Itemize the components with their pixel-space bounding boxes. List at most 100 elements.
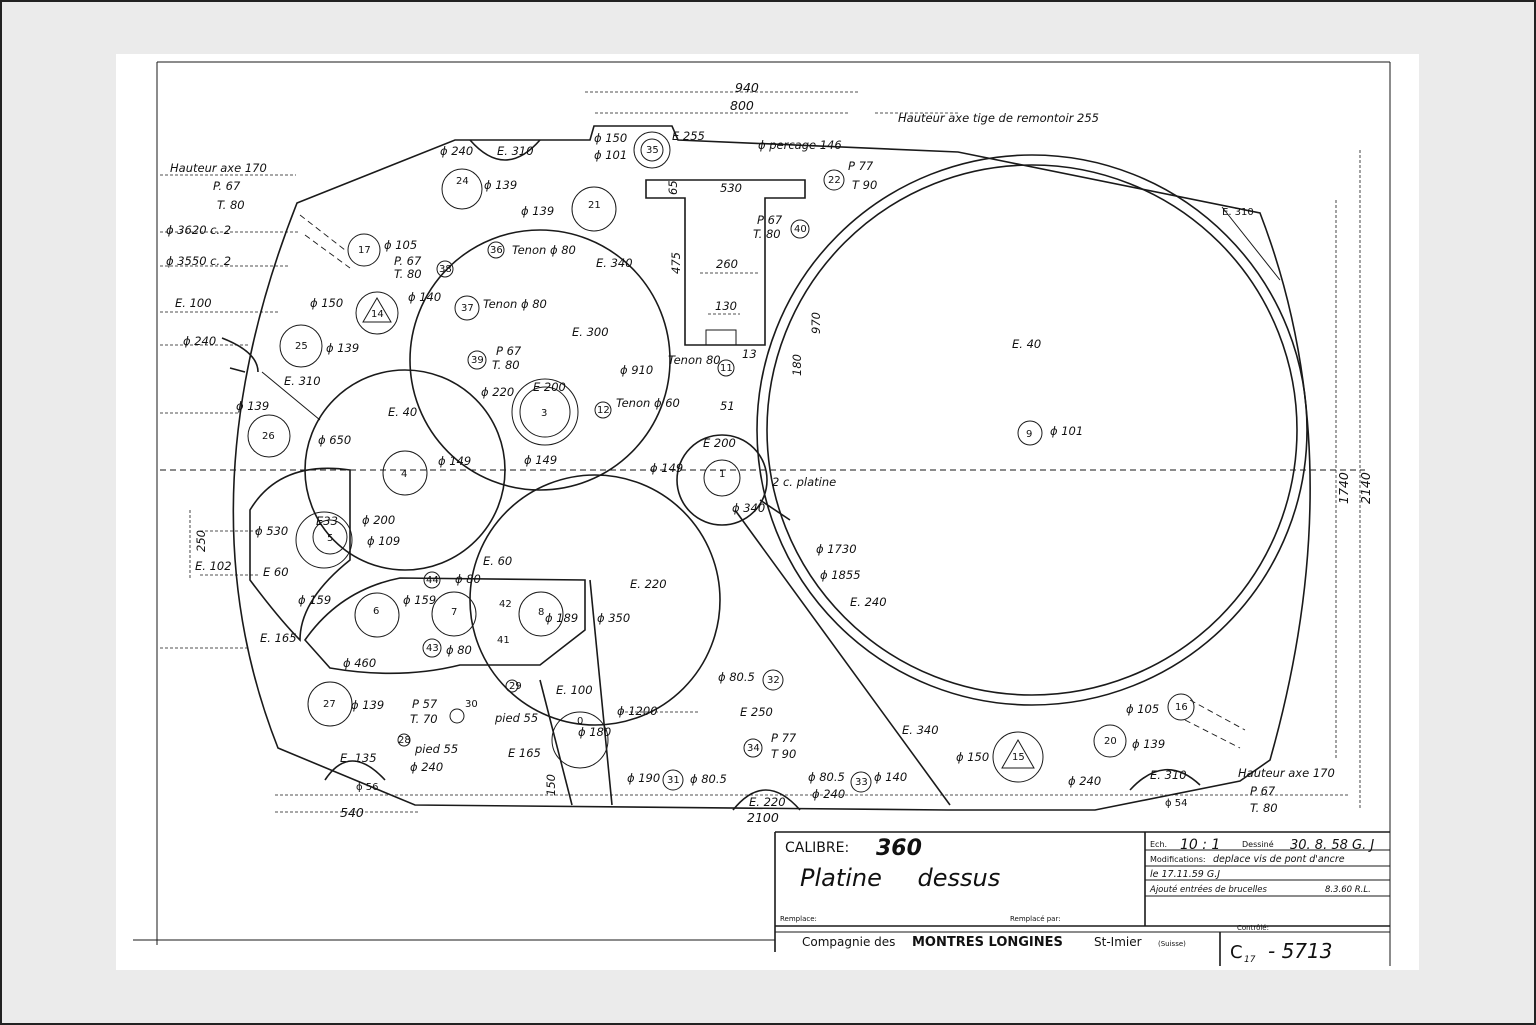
company-prefix: Compagnie des <box>802 935 895 949</box>
dia-80-5-33: ϕ 80.5 <box>808 770 845 784</box>
dia-460: ϕ 460 <box>343 656 376 670</box>
recess-3-inner <box>519 386 571 438</box>
dia-139-left: ϕ 139 <box>236 399 269 413</box>
drawn-value: 30. 8. 58 G. J <box>1290 838 1374 853</box>
dia-340-1: ϕ 340 <box>732 501 765 515</box>
t-90-34: T 90 <box>771 747 796 761</box>
e-200-1: E 200 <box>703 436 736 450</box>
annotations: 940 800 Hauteur axe tige de remontoir 25… <box>166 80 1373 825</box>
barrel-circle-outer <box>756 154 1308 706</box>
jewel-12: 12 <box>597 405 610 416</box>
p-57: P 57 <box>412 697 438 711</box>
dim-475: 475 <box>669 252 683 274</box>
dia-650: ϕ 650 <box>318 433 351 447</box>
left-recess <box>221 337 259 373</box>
jewel-5: 5 <box>327 533 333 544</box>
e-240: E. 240 <box>850 595 887 609</box>
jewel-15: 15 <box>1012 752 1025 763</box>
recess-e300 <box>409 229 671 491</box>
left-edge-line <box>261 371 321 421</box>
e-310-right: E. 310 <box>1150 768 1187 782</box>
dim-13: 13 <box>742 347 757 361</box>
e-33: E33 <box>316 514 338 528</box>
dia-105-16: ϕ 105 <box>1126 702 1159 716</box>
dia-80-44: ϕ 80 <box>455 572 481 586</box>
percage-146: ϕ percage 146 <box>758 138 842 152</box>
jewel-16: 16 <box>1175 702 1188 713</box>
dia-140: ϕ 140 <box>408 290 441 304</box>
recess-e165 <box>303 577 586 675</box>
t-80-38: T. 80 <box>394 267 422 281</box>
jewel-9: 9 <box>1026 429 1032 440</box>
left-axis-height: Hauteur axe 170 <box>170 161 267 175</box>
p-67-39: P 67 <box>496 344 522 358</box>
jewel-44: 44 <box>426 575 439 586</box>
jewel-36: 36 <box>490 245 503 256</box>
bottom-recess-mid <box>732 789 801 811</box>
e-340-bot: E. 340 <box>902 723 939 737</box>
dia-189: ϕ 189 <box>545 611 578 625</box>
jewel-38: 38 <box>439 264 452 275</box>
dia-80-5-31: ϕ 80.5 <box>690 772 727 786</box>
jewel-14: 14 <box>371 309 384 320</box>
right-t-80: T. 80 <box>1250 801 1278 815</box>
jewel-3: 3 <box>541 408 547 419</box>
dim-130: 130 <box>715 299 737 313</box>
dia-150-35: ϕ 150 <box>594 131 627 145</box>
jewel-31: 31 <box>667 775 680 786</box>
e-165-mid: E 165 <box>508 746 541 760</box>
jewel-11: 11 <box>720 363 733 374</box>
dia-190: ϕ 190 <box>627 771 660 785</box>
jewel-7: 7 <box>451 607 457 618</box>
recess-e60 <box>249 467 351 642</box>
tenon-80-36: Tenon ϕ 80 <box>512 243 576 257</box>
e-60-left: E 60 <box>263 565 289 579</box>
dia-180: ϕ 180 <box>578 725 611 739</box>
dia-200: ϕ 200 <box>362 513 395 527</box>
stem-pocket <box>705 329 737 346</box>
recess-3-outer <box>511 378 579 446</box>
dim-150: 150 <box>544 774 558 796</box>
tenon-80-11: Tenon 80 <box>668 353 721 367</box>
e-40-4: E. 40 <box>388 405 417 419</box>
modification-1-date: le 17.11.59 G.J <box>1150 869 1220 880</box>
p-67-40: P 67 <box>757 213 783 227</box>
dia-240-bot2: ϕ 240 <box>812 787 845 801</box>
jewel-24: 24 <box>456 176 469 187</box>
dia-3550: ϕ 3550 c. 2 <box>166 254 231 268</box>
part-name: Platine dessus <box>800 864 1000 892</box>
calibre-value: 360 <box>876 836 922 861</box>
tenon-80-37: Tenon ϕ 80 <box>483 297 547 311</box>
right-axis-height: Hauteur axe 170 <box>1238 766 1335 780</box>
dia-159-6: ϕ 159 <box>298 593 331 607</box>
recess-e100 <box>551 711 609 769</box>
dim-65: 65 <box>666 180 680 195</box>
e-220-bot: E. 220 <box>749 795 786 809</box>
e-100-mid: E. 100 <box>556 683 593 697</box>
jewel-30: 30 <box>465 699 478 710</box>
dimension-lines <box>160 91 1361 813</box>
t-90-top: T 90 <box>852 178 877 192</box>
jewel-22: 22 <box>828 175 841 186</box>
jewel-42: 42 <box>499 599 512 610</box>
right-tweezer-entry <box>1184 699 1246 749</box>
dia-1730: ϕ 1730 <box>816 542 857 556</box>
jewel-35: 35 <box>646 145 659 156</box>
modification-2-date: 8.3.60 R.L. <box>1325 885 1371 895</box>
dim-2140: 2140 <box>1358 472 1373 504</box>
e-300: E. 300 <box>572 325 609 339</box>
dia-149-4: ϕ 149 <box>438 454 471 468</box>
jewel-21: 21 <box>588 200 601 211</box>
jewel-33: 33 <box>855 777 868 788</box>
dia-54: ϕ 54 <box>1165 798 1188 809</box>
dia-240-right: ϕ 240 <box>1068 774 1101 788</box>
dia-140-33: ϕ 140 <box>874 770 907 784</box>
dim-180: 180 <box>790 354 804 376</box>
jewel-number-labels: 35 22 40 24 21 17 38 36 14 37 25 39 11 2… <box>262 145 1188 788</box>
dim-1740: 1740 <box>1336 472 1351 504</box>
stem-slot <box>645 179 806 346</box>
modifications-label: Modifications: <box>1150 855 1206 864</box>
left-tweezer-entry <box>299 214 351 269</box>
e-40-big: E. 40 <box>1012 337 1041 351</box>
jewel-32: 32 <box>767 675 780 686</box>
